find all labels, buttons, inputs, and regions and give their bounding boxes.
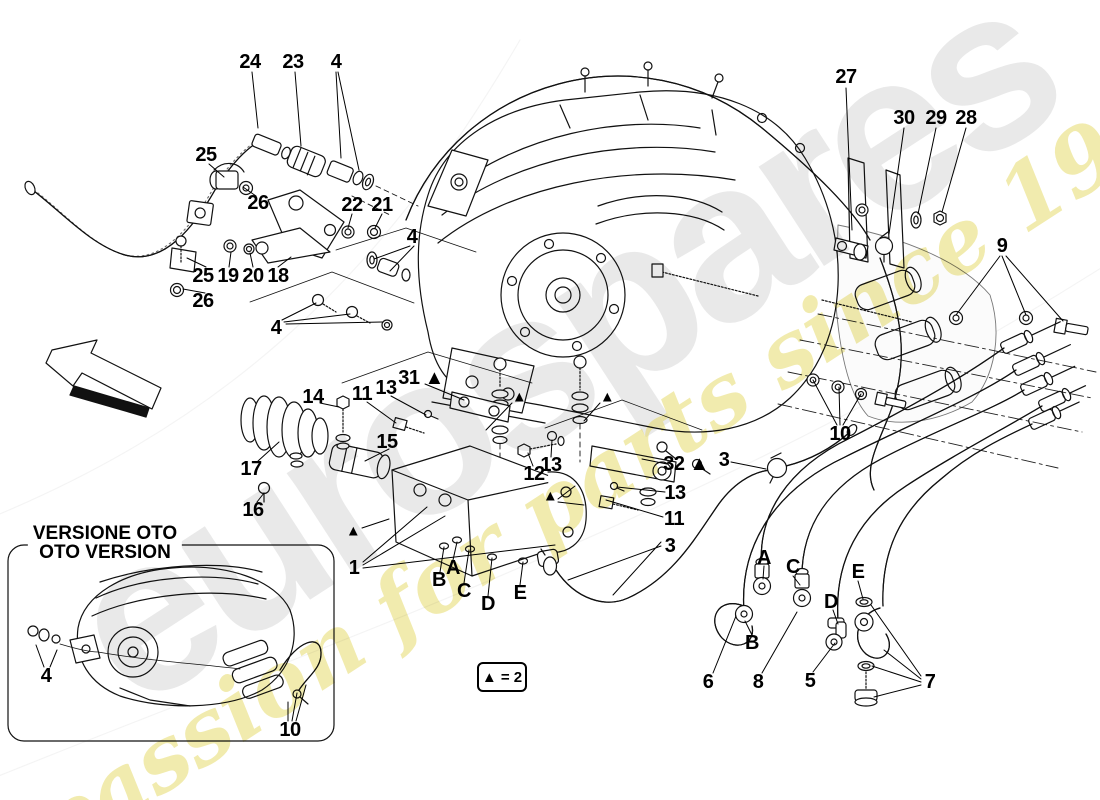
clutch-master-hose (24, 133, 419, 258)
legend-box: ▲ = 2 (477, 662, 527, 692)
inset-title-line2: OTO VERSION (39, 542, 171, 563)
pedal-bracket-cluster (169, 162, 477, 331)
direction-arrow (45, 339, 162, 418)
clutch-actuator-assembly (240, 351, 703, 577)
inset-title-line1: VERSIONE OTO (32, 523, 178, 544)
inset-title: VERSIONE OTO OTO VERSION (27, 523, 183, 563)
gearbox-body (417, 61, 997, 475)
legend-text: ▲ = 2 (481, 668, 523, 686)
hydraulic-hose-bundle (714, 321, 1087, 707)
oto-version-inset (7, 544, 335, 742)
leader-lines (35, 71, 1064, 722)
outlet-hose (555, 423, 858, 603)
pipe-clamp-cluster (833, 203, 947, 263)
